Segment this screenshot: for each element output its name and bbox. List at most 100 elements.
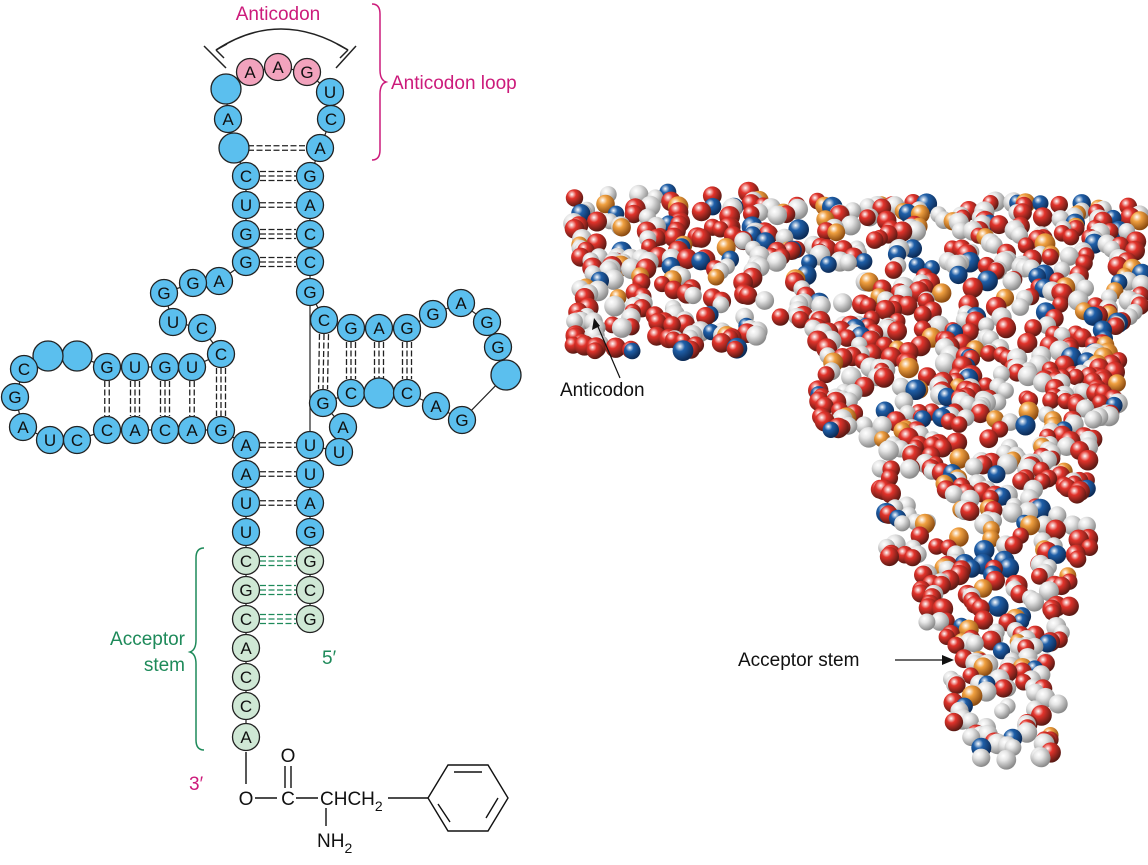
nucleotide-letter: C [196,319,208,338]
nucleotide-letter: C [215,345,227,364]
nucleotide-letter: G [239,581,252,600]
anticodon-model-label: Anticodon [560,380,645,401]
nucleotide-tb2 [364,378,394,408]
nucleotide-a2: A [265,54,292,81]
nucleotide-letter: A [17,418,29,437]
nucleotide-ar3: A [297,490,324,517]
nucleotide-letter: G [303,283,316,302]
acceptor-pointer-arrowhead [942,655,954,665]
nucleotide-tl5: G [449,407,476,434]
acceptor-stem-label-line2: stem [144,655,185,676]
atom-sphere [951,416,968,433]
nucleotide-letter: A [244,63,256,82]
nucleotide-letter: U [240,523,252,542]
five-prime-label: 5′ [322,648,337,669]
atom-sphere [994,679,1012,697]
nucleotide-letter: A [213,272,225,291]
nucleotide-db1: C [94,417,121,444]
nucleotide-v2: U [326,439,353,466]
nucleotide-tb4: G [310,390,337,417]
atom-sphere [904,549,921,566]
atom-sphere [996,750,1016,770]
atom-sphere [887,321,907,341]
nucleotide-gl7: A [233,724,260,751]
atom-sphere [1060,597,1079,616]
nh2-group: NH2 [317,831,352,856]
anticodon-label: Anticodon [236,4,321,25]
nucleotide-circle [219,133,249,163]
anticodon-loop-brace [372,4,386,160]
nucleotide-letter: G [100,358,113,377]
nucleotide-t5: G [420,301,447,328]
nucleotide-al3: U [233,490,260,517]
nucleotide-letter: G [400,319,413,338]
atom-sphere [1042,249,1059,266]
nucleotide-letter: U [186,358,198,377]
nucleotide-r1: U [317,79,344,106]
nucleotide-letter: U [304,465,316,484]
nucleotide-gr3: G [297,606,324,633]
nucleotide-letter: A [373,319,385,338]
nucleotide-v1: A [330,414,357,441]
nucleotide-letter: A [337,418,349,437]
atom-sphere [820,256,837,273]
nucleotide-letter: A [240,436,252,455]
nucleotide-letter: G [186,274,199,293]
acceptor-stem-brace [190,548,204,750]
atom-sphere [894,515,910,531]
nucleotide-letter: C [401,384,413,403]
nucleotide-db2: A [122,417,149,444]
nucleotide-ar1: U [297,432,324,459]
nucleotide-letter: U [129,358,141,377]
atom-sphere [963,278,983,298]
nucleotide-letter: A [272,58,284,77]
atom-sphere [823,422,839,438]
atom-sphere [739,286,758,305]
atom-sphere [988,465,1006,483]
hydrogen-bond [319,334,320,389]
atom-sphere [979,429,998,448]
atom-sphere [859,209,876,226]
atom-sphere [692,229,711,248]
nucleotide-j5: C [189,315,216,342]
nucleotide-letter: A [240,639,252,658]
nucleotide-d4: U [179,354,206,381]
nucleotide-j6: C [208,341,235,368]
atom-sphere [1078,450,1099,471]
nh-text: NH [317,831,344,852]
nucleotide-al4: U [233,519,260,546]
nucleotide-tl1: A [448,290,475,317]
nucleotide-gl3: C [233,606,260,633]
nucleotide-j2: G [180,270,207,297]
nucleotide-d2: U [122,354,149,381]
atom-sphere [880,547,899,566]
nucleotide-a3: G [294,59,321,86]
nucleotide-circle [62,341,92,371]
nh2-subscript: 2 [344,840,352,856]
nucleotide-gl6: C [233,693,260,720]
nucleotide-letter: C [304,253,316,272]
nucleotide-sl1: C [233,163,260,190]
nucleotide-ar4: G [297,519,324,546]
nucleotide-letter: G [344,319,357,338]
nucleotide-letter: G [303,523,316,542]
nucleotide-letter: G [455,411,468,430]
atom-sphere [587,212,607,232]
nucleotide-gr1: G [297,548,324,575]
nucleotide-dl3: C [11,356,38,383]
carbonyl-o-atom: O [281,746,296,767]
nucleotide-letter: G [239,253,252,272]
atom-sphere [994,703,1010,719]
atom-sphere [972,749,990,767]
nucleotide-l3 [219,133,249,163]
nucleotide-sr3: C [297,221,324,248]
atom-sphere [874,367,894,387]
atom-sphere [996,318,1016,338]
carbonyl-c-atom: C [281,789,295,810]
hydrogen-bond [323,334,324,389]
nucleotide-letter: U [324,83,336,102]
nucleotide-r2: C [318,106,345,133]
atom-sphere [900,459,919,478]
